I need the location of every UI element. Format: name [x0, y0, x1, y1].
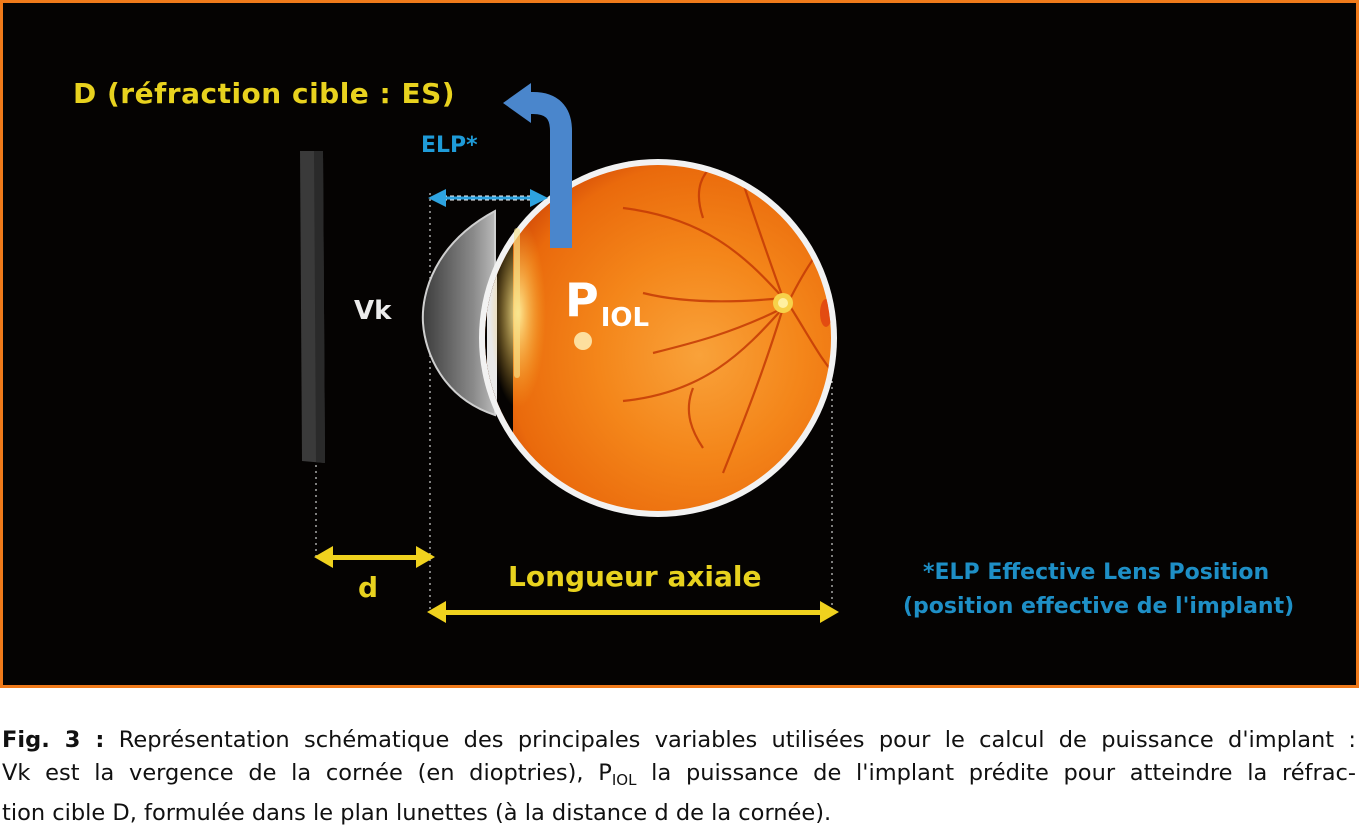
iris-texture [514, 228, 520, 378]
vk-label: Vk [354, 296, 392, 326]
elp-double-arrow [428, 189, 548, 207]
caption-line-2: Vk est la vergence de la cornée (en diop… [2, 757, 1356, 797]
elp-footnote-line1: *ELP Effective Lens Position [923, 560, 1270, 585]
caption-text-2b: la puissance de l'implant prédite pour a… [636, 760, 1356, 786]
piol-label: PIOL [565, 273, 649, 333]
caption-text-1: Représentation schématique des principal… [118, 727, 1357, 753]
d-label: d [358, 571, 379, 604]
dotted-guides [315, 193, 833, 613]
caption-fig-label: Fig. 3 : [2, 727, 105, 753]
axial-length-label: Longueur axiale [508, 560, 762, 593]
caption-line-1: Fig. 3 : Représentation schématique des … [2, 724, 1356, 757]
figure-caption: Fig. 3 : Représentation schématique des … [2, 724, 1356, 830]
elp-label: ELP* [421, 133, 478, 158]
d-double-arrow [314, 546, 435, 568]
caption-sub-iol: IOL [611, 771, 637, 789]
target-refraction-label: D (réfraction cible : ES) [73, 77, 456, 110]
elp-footnote-line2: (position effective de l'implant) [903, 594, 1295, 619]
eye-cross-section [479, 159, 837, 517]
piol-sub: IOL [600, 303, 650, 333]
cornea [421, 209, 496, 417]
spectacle-lens-bar [300, 151, 325, 463]
caption-text-2a: Vk est la vergence de la cornée (en diop… [2, 760, 612, 786]
figure-panel: D (réfraction cible : ES) ELP* Vk PIOL d… [0, 0, 1359, 688]
axial-length-arrow [427, 601, 839, 623]
curved-up-arrow [503, 83, 572, 248]
elp-footnote: *ELP Effective Lens Position (position e… [903, 556, 1294, 624]
eye-diagram [300, 83, 839, 623]
piol-main: P [565, 273, 599, 327]
caption-line-3: tion cible D, formulée dans le plan lune… [2, 800, 832, 826]
